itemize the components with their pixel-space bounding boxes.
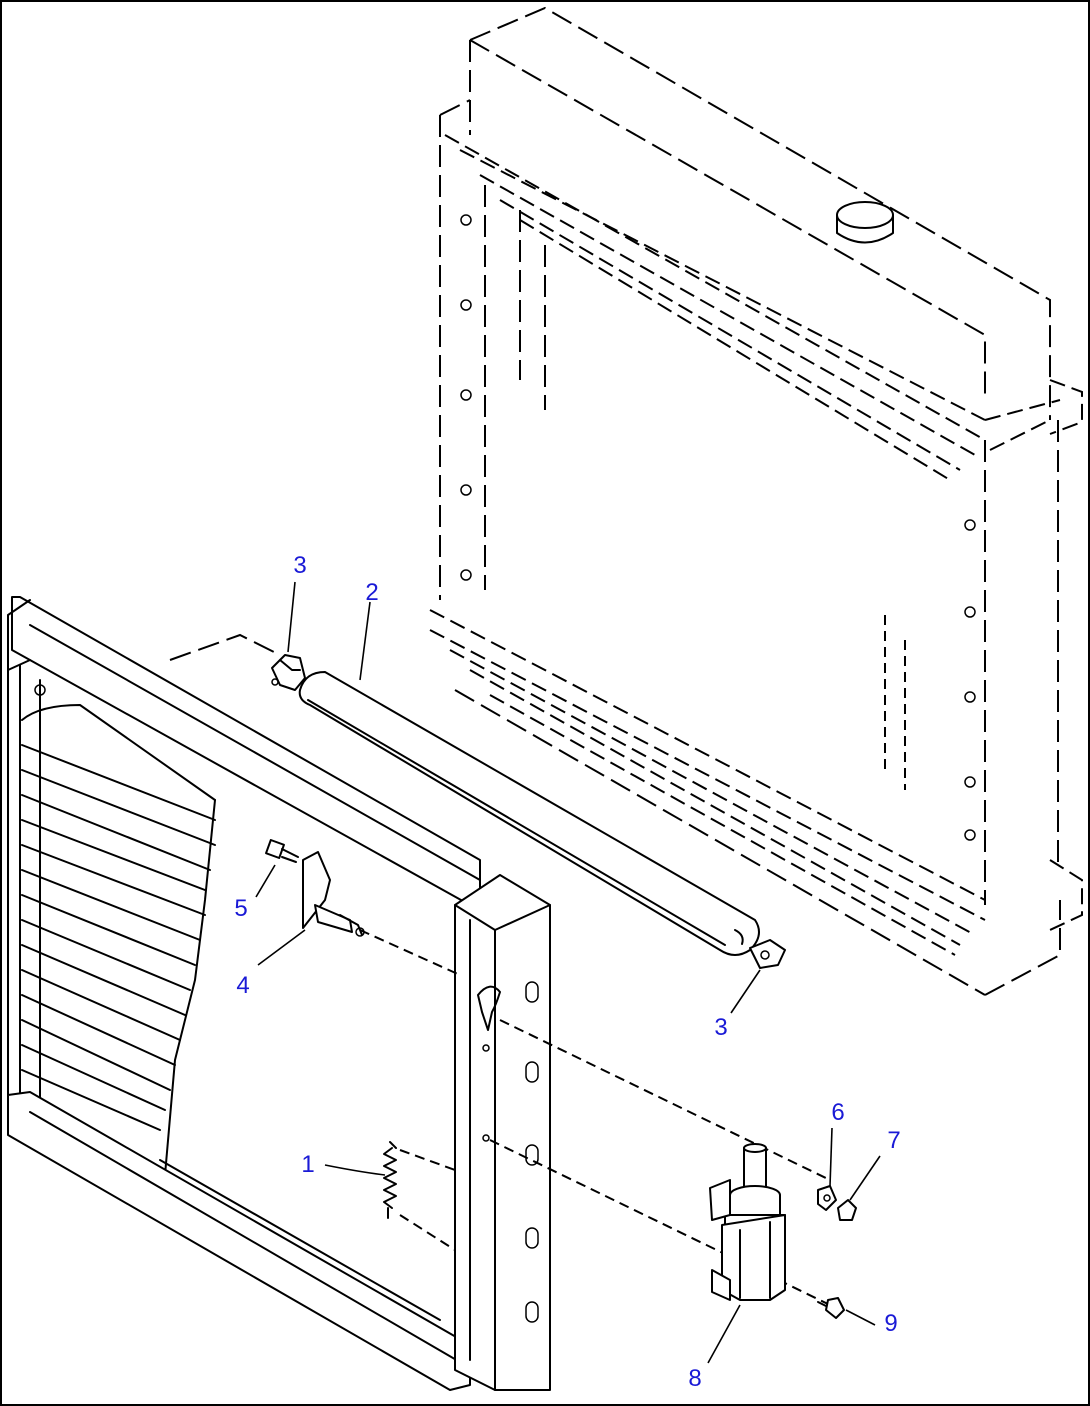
callout-9: 9: [884, 1310, 897, 1337]
part-9-screw: [817, 1297, 845, 1319]
radiator-phantom: [429, 6, 1083, 996]
callout-6: 6: [831, 1099, 844, 1126]
part-6-washer: [817, 1185, 837, 1211]
callout-8: 8: [688, 1365, 701, 1392]
callout-labels: 3 2 5 4 3 1 6 7 8 9: [234, 552, 900, 1392]
callout-4: 4: [236, 972, 249, 999]
callout-7: 7: [887, 1127, 900, 1154]
phantom-line-top: [169, 633, 281, 661]
frame-slots: [525, 981, 539, 1323]
shutter-louvers: [21, 704, 216, 1176]
leader-lines: [255, 581, 881, 1364]
part-7-nut: [837, 1199, 857, 1221]
part-4-bracket: [302, 851, 365, 937]
callout-5: 5: [234, 895, 247, 922]
callout-1: 1: [301, 1151, 314, 1178]
callout-3-lower: 3: [714, 1014, 727, 1041]
part-3-bracket-upper: [271, 654, 306, 691]
callout-2: 2: [365, 579, 378, 606]
callout-3-upper: 3: [293, 552, 306, 579]
shutter-frame: [7, 596, 551, 1391]
radiator-mount-holes: [460, 214, 976, 841]
part-3-bracket-lower: [749, 939, 786, 969]
part-5-bolt: [265, 839, 299, 863]
part-1-spring: [383, 1141, 397, 1219]
part-8-actuator: [709, 1143, 786, 1301]
